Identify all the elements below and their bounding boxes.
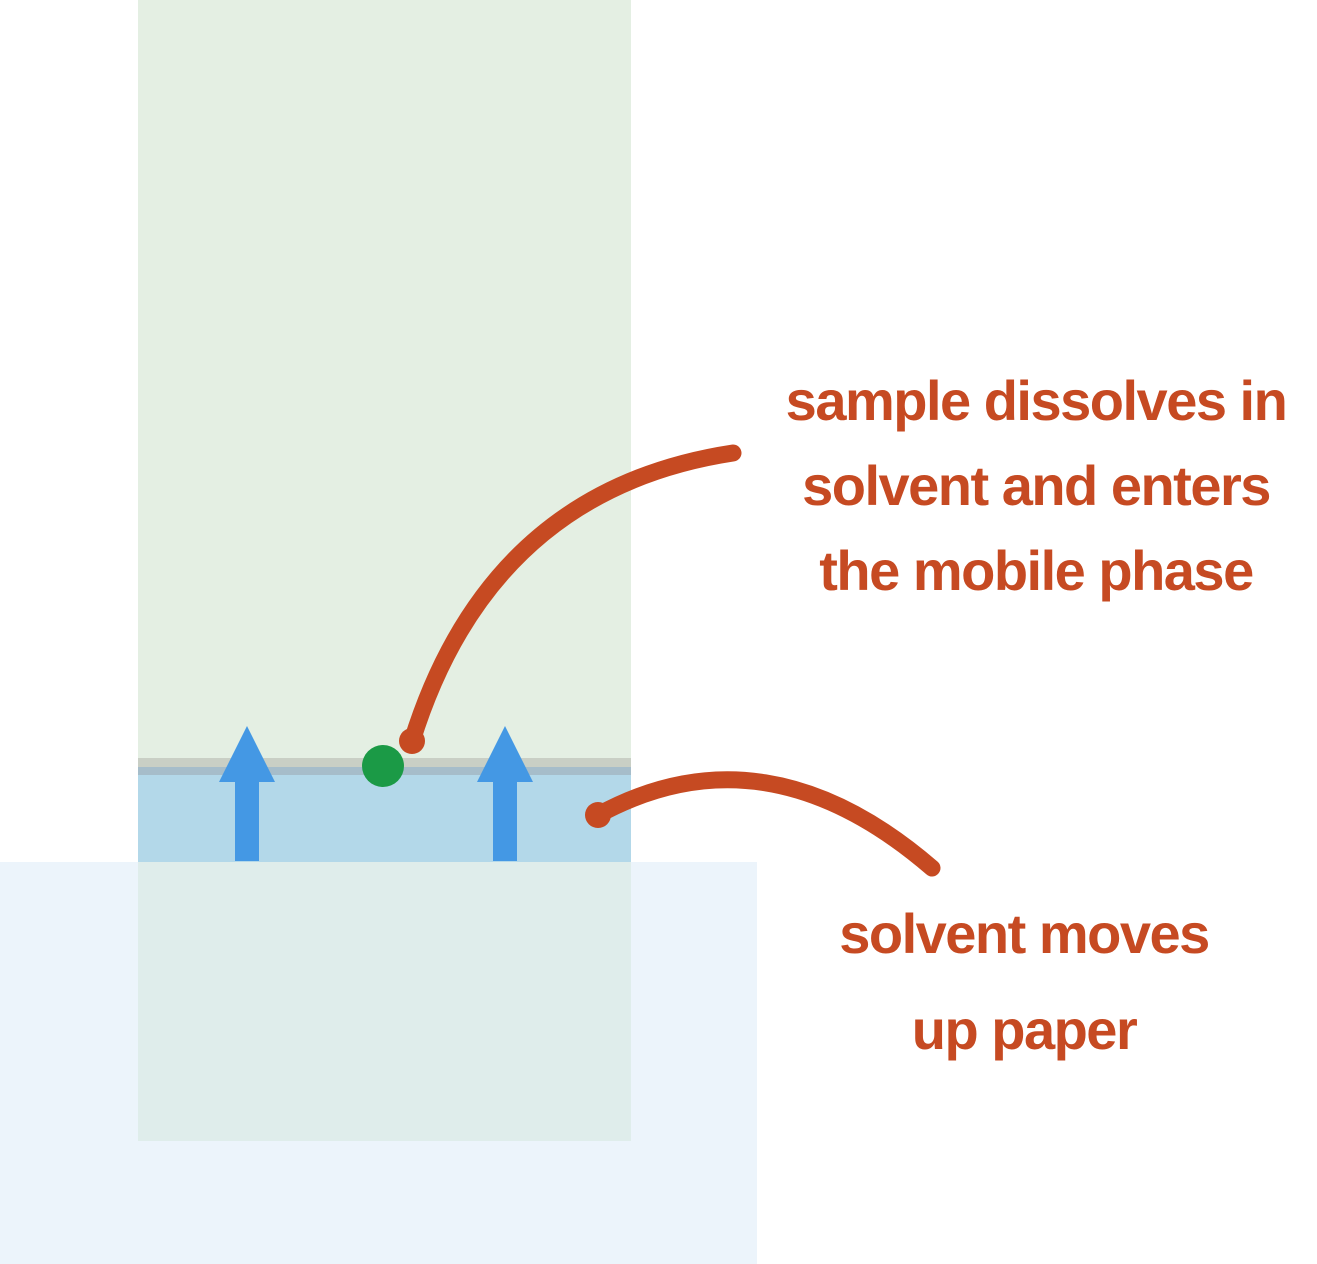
sample-spot (362, 745, 404, 787)
up-arrow-icon (219, 726, 275, 861)
solvent-band (138, 775, 631, 862)
solvent-leader-curve (589, 771, 941, 877)
sample-annotation-line3: the mobile phase (819, 539, 1254, 602)
solvent-leader-endpoint (585, 802, 611, 828)
up-arrow-icon (477, 726, 533, 861)
sample-leader-curve (403, 444, 742, 750)
paper-strip-submerged (138, 862, 631, 1141)
paper-strip (138, 0, 631, 758)
solvent-annotation-line1: solvent moves (839, 902, 1210, 965)
sample-annotation-line1: sample dissolves in (785, 369, 1288, 432)
sample-annotation-line2: solvent and enters (802, 454, 1271, 517)
sample-leader-endpoint (399, 728, 425, 754)
sample-annotation: sample dissolves in solvent and enters t… (726, 358, 1317, 613)
solvent-annotation: solvent moves up paper (714, 886, 1317, 1078)
solvent-annotation-line2: up paper (911, 998, 1138, 1061)
